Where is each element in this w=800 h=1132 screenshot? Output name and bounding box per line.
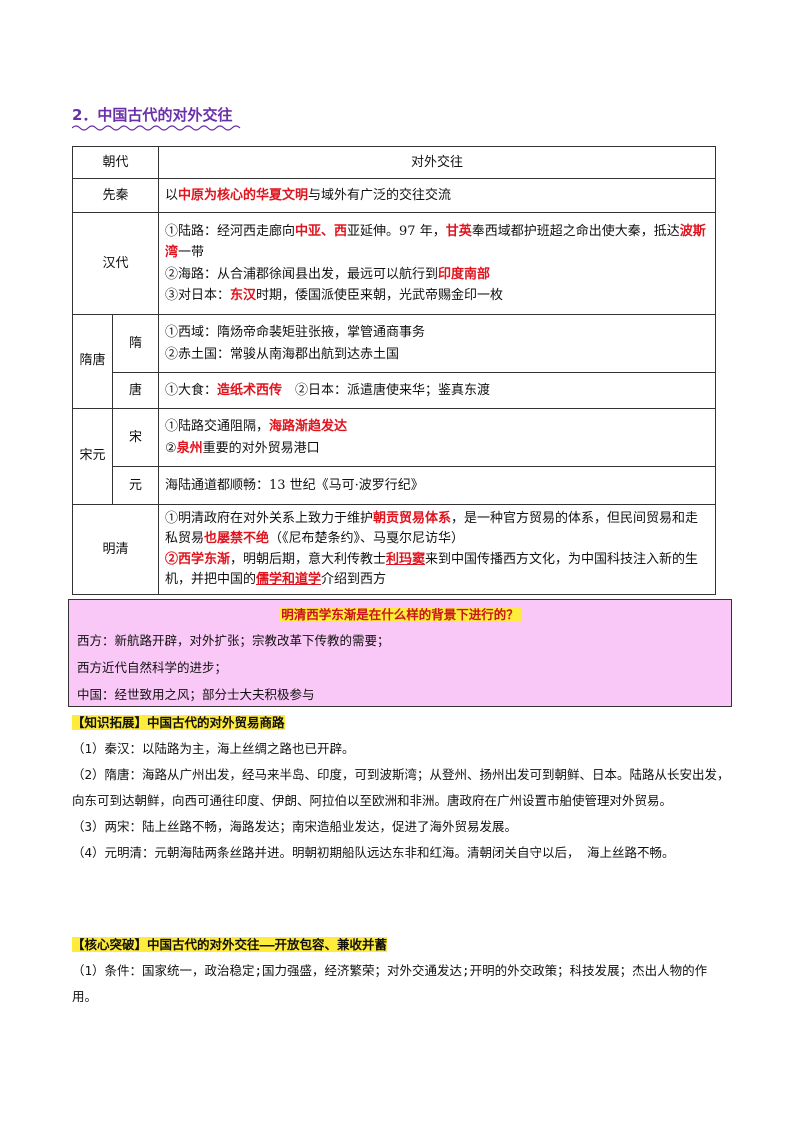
knowledge-section: 【知识拓展】中国古代的对外贸易商路 （1）秦汉：以陆路为主，海上丝绸之路也已开辟… xyxy=(72,710,732,866)
table-row: 隋唐 隋 ①西域：隋炀帝命裴矩驻张掖，掌管通商事务 ②赤土国：常骏从南海郡出航到… xyxy=(72,314,716,409)
section-title: 2．中国古代的对外交往 xyxy=(72,104,241,131)
row-label-sui: 隋 xyxy=(112,314,159,373)
table-row: 先秦 以中原为核心的华夏文明与域外有广泛的交往交流 xyxy=(72,178,716,213)
row-label-yuan: 元 xyxy=(112,466,159,505)
knowledge-p3: （3）两宋：陆上丝路不畅，海路发达；南宋造船业发达，促进了海外贸易发展。 xyxy=(72,819,518,834)
row-label-xianqin: 先秦 xyxy=(72,178,159,213)
knowledge-p2: （2）隋唐：海路从广州出发，经马来半岛、印度，可到波斯湾；从登州、扬州出发可到朝… xyxy=(72,767,730,808)
cell-mingqing: ①明清政府在对外关系上致力于维护朝贡贸易体系，是一种官方贸易的体系，但民间贸易和… xyxy=(158,504,716,595)
header-dynasty: 朝代 xyxy=(72,146,159,179)
answer-line-2: 西方近代自然科学的进步； xyxy=(77,660,228,675)
row-label-tang: 唐 xyxy=(112,372,159,409)
cell-tang: ①大食：造纸术西传 ②日本：派遣唐使来华；鉴真东渡 xyxy=(158,372,716,409)
row-label-han: 汉代 xyxy=(72,212,159,315)
row-label-suitang: 隋唐 xyxy=(72,314,113,409)
answer-line-3: 中国：经世致用之风；部分士大夫积极参与 xyxy=(77,687,315,702)
cell-song: ①陆路交通阻隔，海路渐趋发达 ②泉州重要的对外贸易港口 xyxy=(158,408,716,467)
answer-line-1: 西方：新航路开辟，对外扩张；宗教改革下传教的需要； xyxy=(77,633,390,648)
han-line-2: ②海路：从合浦郡徐闻县出发，最远可以航行到印度南部 xyxy=(165,266,491,282)
row-label-mingqing: 明清 xyxy=(72,504,159,595)
table-row: 元 海陆通道都顺畅：13 世纪《马可·波罗行纪》 xyxy=(73,466,716,505)
cell-xianqin: 以中原为核心的华夏文明与域外有广泛的交往交流 xyxy=(158,178,716,213)
row-label-song: 宋 xyxy=(112,408,159,467)
header-exchange: 对外交往 xyxy=(158,146,716,179)
knowledge-tag: 【知识拓展】中国古代的对外贸易商路 xyxy=(72,715,285,730)
core-section: 【核心突破】中国古代的对外交往——开放包容、兼收并蓄 （1）条件：国家统一，政治… xyxy=(72,932,732,1010)
background-question-box: 明清西学东渐是在什么样的背景下进行的？ 西方：新航路开辟，对外扩张；宗教改革下传… xyxy=(68,599,732,707)
table-row: 唐 ①大食：造纸术西传 ②日本：派遣唐使来华；鉴真东渡 xyxy=(73,372,716,409)
table-header-row: 朝代 对外交往 xyxy=(72,146,716,179)
knowledge-p4: （4）元明清：元朝海陆两条丝路并进。明朝初期船队远达东非和红海。清朝闭关自守以后… xyxy=(72,845,675,860)
row-label-songyuan: 宋元 xyxy=(72,408,113,505)
wavy-underline xyxy=(72,125,241,131)
table-row: 汉代 ①陆路：经河西走廊向中亚、西亚延伸。97 年，甘英奉西域都护班超之命出使大… xyxy=(72,212,716,315)
cell-sui: ①西域：隋炀帝命裴矩驻张掖，掌管通商事务 ②赤土国：常骏从南海郡出航到达赤土国 xyxy=(158,314,716,373)
han-line-3: ③对日本：东汉时期，倭国派使臣来朝，光武帝赐金印一枚 xyxy=(165,287,504,303)
core-p1: （1）条件：国家统一，政治稳定;国力强盛，经济繁荣；对外交通发达;开明的外交政策… xyxy=(72,963,708,1004)
han-line-1: ①陆路：经河西走廊向中亚、西亚延伸。97 年，甘英奉西域都护班超之命出使大秦，抵… xyxy=(165,223,706,261)
core-tag: 【核心突破】中国古代的对外交往——开放包容、兼收并蓄 xyxy=(72,937,388,952)
table-row: 明清 ①明清政府在对外关系上致力于维护朝贡贸易体系，是一种官方贸易的体系，但民间… xyxy=(72,504,716,595)
cell-yuan: 海陆通道都顺畅：13 世纪《马可·波罗行纪》 xyxy=(158,466,716,505)
foreign-exchange-table: 朝代 对外交往 先秦 以中原为核心的华夏文明与域外有广泛的交往交流 汉代 ①陆路… xyxy=(72,146,716,595)
knowledge-p1: （1）秦汉：以陆路为主，海上丝绸之路也已开辟。 xyxy=(72,741,355,756)
table-row: 宋元 宋 ①陆路交通阻隔，海路渐趋发达 ②泉州重要的对外贸易港口 xyxy=(72,408,716,505)
cell-han: ①陆路：经河西走廊向中亚、西亚延伸。97 年，甘英奉西域都护班超之命出使大秦，抵… xyxy=(158,212,716,315)
question-title: 明清西学东渐是在什么样的背景下进行的？ xyxy=(279,607,521,622)
